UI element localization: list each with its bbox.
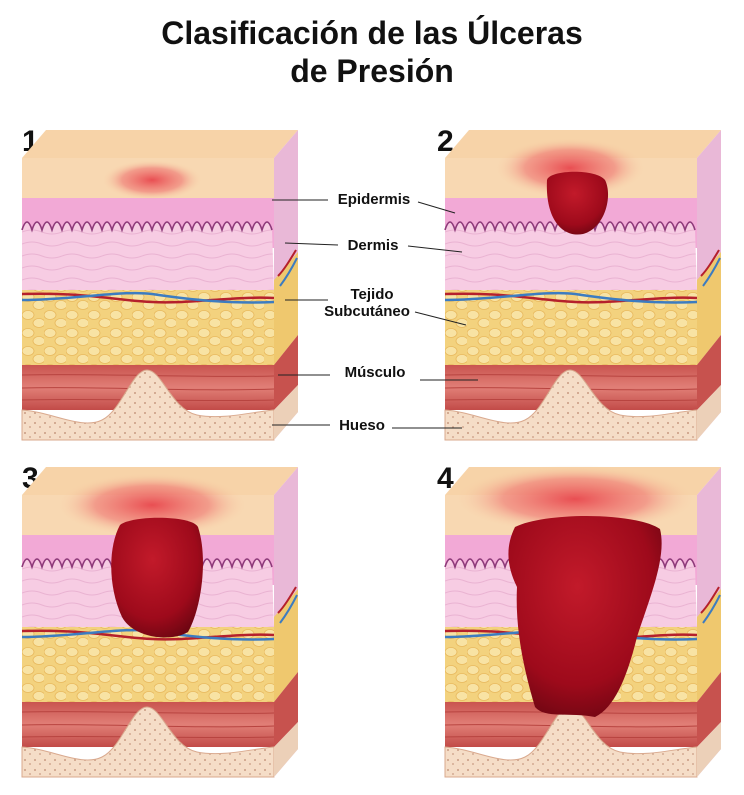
label-musculo: Músculo bbox=[344, 364, 406, 381]
stage-2-ulcer bbox=[546, 171, 609, 235]
stage-4-ulcer bbox=[508, 515, 662, 717]
stage-3-redness bbox=[57, 473, 247, 537]
title-line-2: de Presión bbox=[290, 53, 454, 89]
label-epidermis: Epidermis bbox=[337, 191, 411, 208]
stage-4-block bbox=[443, 465, 723, 779]
stage-4-redness bbox=[455, 465, 695, 533]
stage-2-block bbox=[443, 128, 723, 442]
stage-4-number: 4 bbox=[437, 462, 454, 495]
stage-1-redness bbox=[102, 160, 202, 200]
label-subcutaneo-line2: Subcutáneo bbox=[324, 303, 410, 320]
leader-lines bbox=[272, 199, 478, 429]
title-line-1: Clasificación de las Úlceras bbox=[161, 15, 583, 51]
stage-1-block bbox=[20, 128, 300, 442]
label-subcutaneo-line1: Tejido bbox=[350, 286, 394, 303]
stage-2-redness bbox=[495, 138, 645, 198]
label-hueso: Hueso bbox=[339, 417, 385, 434]
stage-3-ulcer bbox=[111, 517, 203, 638]
stage-2-number: 2 bbox=[437, 125, 454, 158]
stage-3-block bbox=[20, 465, 300, 779]
diagram-title: Clasificación de las Úlceras de Presión bbox=[0, 14, 744, 90]
label-dermis: Dermis bbox=[347, 237, 399, 254]
